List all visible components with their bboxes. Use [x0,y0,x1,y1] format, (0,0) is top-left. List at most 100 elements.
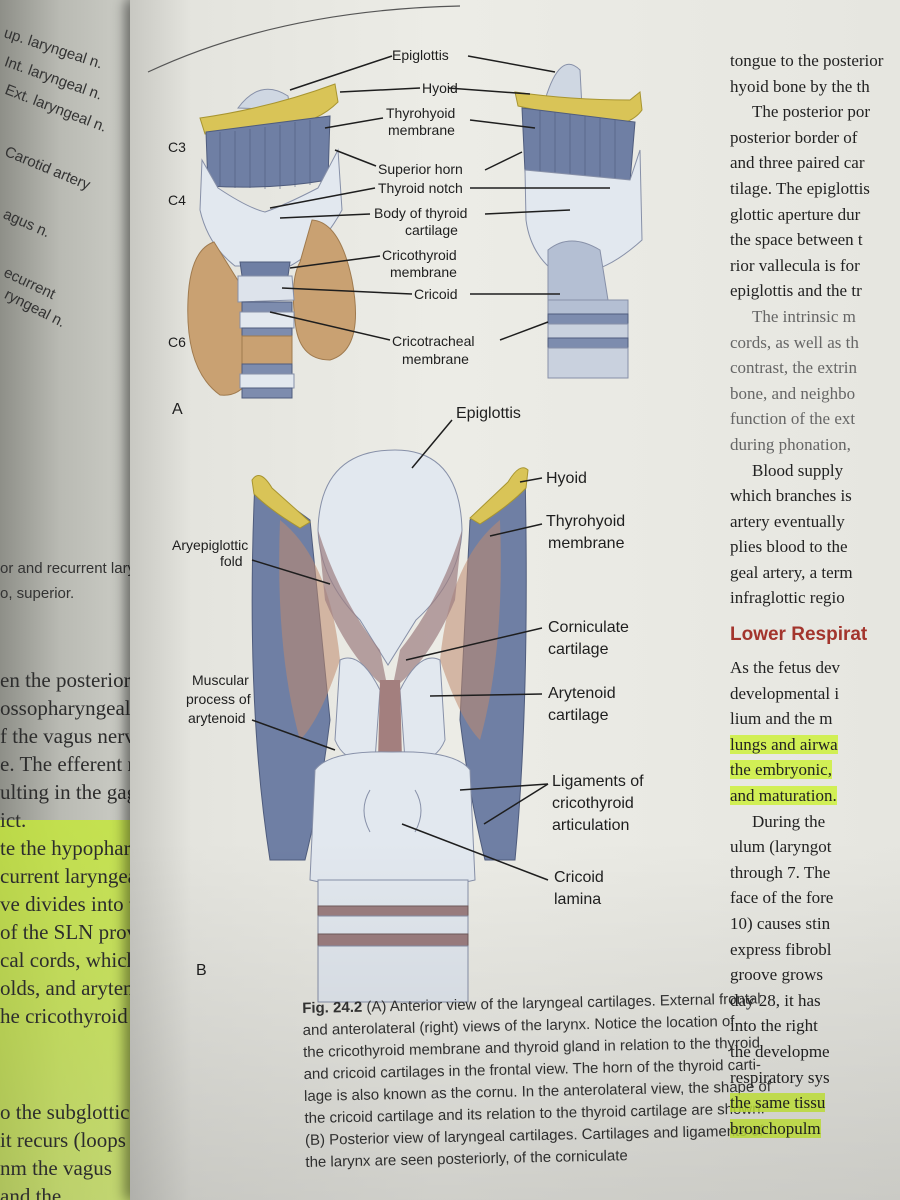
body-text-span: and maturation. [730,786,837,806]
body-text-span: developmental i [730,683,840,703]
label-ligaments-3: articulation [552,817,629,834]
body-text-line: artery eventually [730,511,845,531]
body-text-line: geal artery, a term [730,562,853,582]
panel-b-letter: B [196,962,207,979]
body-text-line: The intrinsic m [752,306,856,326]
left-page-line: ulting in the gag reflex [0,780,150,804]
left-page-line: he cricothyroid [0,1004,128,1028]
body-text-line: the developme [730,1039,900,1065]
body-text-span: face of the fore [730,888,834,908]
body-text-span: into the right [730,1016,818,1036]
left-page-line: te the hypopharynx [0,836,150,860]
body-text-line: during phonation, [730,434,851,454]
body-text-span: the embryonic, [730,760,832,780]
panel-b-leader-lines [251,419,549,881]
label-epiglottis-a: Epiglottis [392,47,449,63]
label-muscular-process-3: arytenoid [188,710,246,726]
body-text-line: plies blood to the [730,537,848,557]
body-text-line: Blood supply [752,460,844,480]
figure-number: Fig. 24.2 [302,998,363,1017]
body-text-line: glottic aperture dur [730,204,861,224]
body-text-line: cords, as well as th [730,332,859,352]
label-hyoid-a: Hyoid [422,80,458,96]
body-text-span: groove grows [730,965,824,985]
body-text-line: epiglottis and the tr [730,281,862,301]
left-page-line: current laryngeal [0,864,143,888]
body-text-span: As the fetus dev [730,658,841,678]
body-text-line: The posterior por [752,102,871,122]
body-text-span: the same tissu [730,1093,826,1113]
body-text-span: lium and the m [730,709,833,729]
body-text-line: function of the ext [730,409,856,429]
left-page-line: of the SLN provides [0,920,150,944]
body-text-span: the developme [730,1041,830,1061]
body-text-line: face of the fore [730,885,900,911]
body-text-line: groove grows [730,962,900,988]
body-text-line: through 7. The [730,860,900,886]
trachea-rings [239,301,295,399]
body-text-line: lungs and airwa [730,732,900,758]
left-page-line: nm the vagus [0,1156,112,1180]
panel-b-trachea [317,879,469,1003]
body-text-line: posterior border of [730,127,858,147]
left-page-line: agus n. [0,205,53,242]
body-text-line: the space between t [730,230,863,250]
body-text-line: developmental i [730,681,900,707]
label-cricotracheal-2: membrane [402,351,469,367]
label-thyrohyoid-b-2: membrane [548,535,625,552]
label-thyrohyoid-b-1: Thyrohyoid [546,513,625,530]
body-text-span: 10) causes stin [730,914,831,933]
body-text-line: which branches is [730,486,852,506]
body-text-span: day 28, it has [730,990,821,1010]
body-text-line: and maturation. [730,783,900,809]
label-body-of-thyroid-1: Body of thyroid [374,205,467,221]
left-page-line: olds, and arytenoid [0,976,150,1000]
label-body-of-thyroid-2: cartilage [405,222,458,238]
panel-b-posterior-view: B Epiglottis Hyoid Thyrohyoid membrane A… [172,405,644,1003]
left-page-line: Carotid artery [2,143,93,194]
body-text-line: ulum (laryngot [730,834,900,860]
left-page-line: f the vagus nerve and [0,724,150,748]
left-page-line: o, superior. [0,585,75,602]
label-cricoid-lamina-2: lamina [554,891,601,908]
body-text-line: bronchopulm [730,1116,900,1142]
larynx-figure: C3 C4 C6 A Epiglottis Hyoid Thyrohyoid m… [147,5,644,1003]
body-text-line: rior vallecula is for [730,255,860,275]
body-text-span: respiratory sys [730,1067,830,1087]
body-text-line: express fibrobl [730,937,900,963]
left-page-line: or and recurrent laryngeal [0,560,150,577]
label-ligaments-2: cricothyroid [552,795,634,812]
panel-a-frontal-view: C3 C4 C6 A Epiglottis Hyoid Thyrohyoid m… [168,47,643,418]
label-cricothyroid-1: Cricothyroid [382,247,457,263]
left-page-line: en the posterior wall [0,668,150,692]
body-text-span: During the [752,811,826,831]
body-text-line: 10) causes stin [730,911,900,937]
body-text-line: the embryonic, [730,757,900,783]
body-text-line: infraglottic regio [730,588,845,608]
body-text-line: and three paired car [730,153,865,173]
label-muscular-process-1: Muscular [192,672,249,688]
label-cricothyroid-2: membrane [390,264,457,280]
left-page-line: ve divides into the [0,892,150,916]
body-text-line: bone, and neighbo [730,383,856,403]
left-page-line: e. The efferent response [0,752,150,776]
label-cricotracheal-1: Cricotracheal [392,333,474,349]
anterolateral-trachea [547,299,629,379]
label-thyrohyoid-a-1: Thyrohyoid [386,105,455,121]
body-text-line: As the fetus dev [730,655,900,681]
label-arytenoid-1: Arytenoid [548,685,616,702]
anterolateral-view [514,63,643,379]
left-page-line: ict. [0,808,27,832]
label-cricoid-lamina-1: Cricoid [554,869,604,886]
body-text-line: hyoid bone by the th [730,76,870,96]
body-text-line: into the right [730,1013,900,1039]
label-hyoid-b: Hyoid [546,470,587,487]
body-text-span: through 7. The [730,862,831,882]
body-text-line: lium and the m [730,706,900,732]
body-text-span: express fibrobl [730,939,832,959]
section-heading: Lower Respirat [730,624,868,646]
label-muscular-process-2: process of [186,691,251,707]
panel-a-letter: A [172,401,183,418]
panel-a-leader-lines [269,55,610,341]
label-thyroid-notch: Thyroid notch [378,180,463,196]
